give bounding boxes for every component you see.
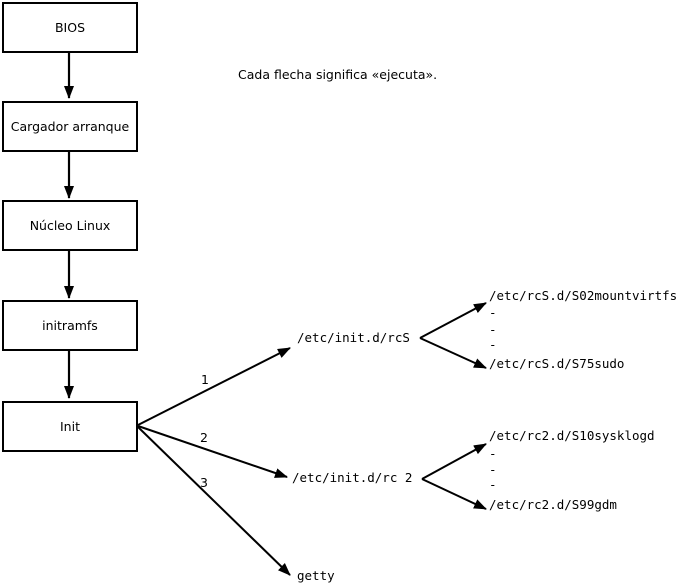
node-kernel-label: Núcleo Linux <box>29 218 111 233</box>
node-initramfs: initramfs <box>2 300 138 351</box>
arrow-rcS-to-first-script <box>419 302 487 339</box>
path-rc2-first-script: /etc/rc2.d/S10sysklogd <box>489 428 655 443</box>
rcS-ellipsis-dash: - <box>489 305 497 320</box>
node-bios-label: BIOS <box>54 20 86 35</box>
rcS-ellipsis-dash: - <box>489 337 497 352</box>
arrow-rc2-to-last-script <box>421 478 487 510</box>
legend-note: Cada flecha significa «ejecuta». <box>238 67 438 82</box>
rcS-ellipsis-dash: - <box>489 322 497 337</box>
path-rc2-last-script: /etc/rc2.d/S99gdm <box>489 497 617 512</box>
rc2-ellipsis-dash: - <box>489 446 497 461</box>
arrow-init-to-getty <box>137 426 291 576</box>
node-bios: BIOS <box>2 2 138 53</box>
node-kernel: Núcleo Linux <box>2 200 138 251</box>
node-bootloader: Cargador arranque <box>2 101 138 152</box>
arrow-init-to-rc2 <box>137 425 288 478</box>
arrow-rc2-to-first-script <box>421 443 487 480</box>
path-init-d-rcS: /etc/init.d/rcS <box>297 330 410 345</box>
path-getty: getty <box>297 568 335 583</box>
path-init-d-rc2: /etc/init.d/rc 2 <box>292 470 413 485</box>
node-initramfs-label: initramfs <box>42 318 98 333</box>
rc2-ellipsis-dash: - <box>489 477 497 492</box>
node-init: Init <box>2 401 138 452</box>
node-init-label: Init <box>60 419 80 434</box>
node-bootloader-label: Cargador arranque <box>10 119 130 134</box>
arrow-label-1: 1 <box>201 372 209 387</box>
arrow-label-3: 3 <box>200 475 208 490</box>
rc2-ellipsis-dash: - <box>489 462 497 477</box>
arrow-rcS-to-last-script <box>419 337 487 369</box>
path-rcS-first-script: /etc/rcS.d/S02mountvirtfs <box>489 288 678 303</box>
arrow-label-2: 2 <box>200 430 208 445</box>
path-rcS-last-script: /etc/rcS.d/S75sudo <box>489 356 625 371</box>
arrow-init-to-rcS <box>137 347 291 426</box>
